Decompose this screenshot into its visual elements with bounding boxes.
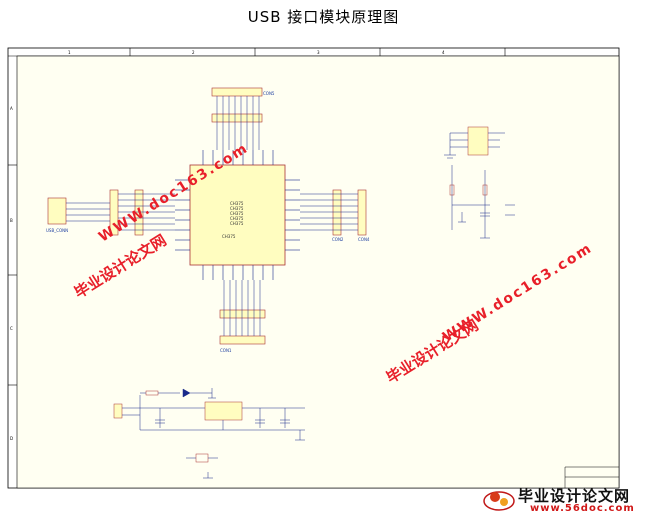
brand-logo-icon [483,491,515,511]
col-label: 3 [317,50,320,55]
usb-label: USB_CONN [46,228,68,233]
brand-name: 毕业设计论文网 [518,487,631,505]
chip-line: CH375 [230,206,244,211]
row-label: C [10,326,13,331]
oscillator-circuit [444,126,515,239]
main-chip: CH375 CH375 CH375 CH375 CH375 CH375 [189,164,286,266]
row-label: D [10,436,13,441]
left-pins [175,179,190,251]
con4-label: CON4 [358,237,370,242]
usb-connector: USB_CONN [46,197,110,233]
right-pins [285,179,300,251]
con5-label: CON5 [263,91,275,96]
con2-label: CON2 [332,237,344,242]
chip-line: CH375 [230,216,244,221]
col-label: 2 [192,50,195,55]
power-supply-circuit [113,388,305,479]
left-connector-con3 [109,189,175,236]
chip-line: CH375 [230,211,244,216]
chip-line: CH375 [230,201,244,206]
bottom-pins [202,265,274,280]
page-title: USB 接口模块原理图 [247,8,400,26]
bottom-connector-con1: CON1 [219,280,266,353]
title-block [564,466,619,488]
brand-badge: 毕业设计论文网 www.56doc.com [478,482,647,517]
col-label: 4 [442,50,445,55]
con1-label: CON1 [220,348,232,353]
chip-line: CH375 [230,221,244,226]
brand-url: www.56doc.com [530,503,635,514]
top-pins [202,150,274,165]
chip-bottom-label: CH375 [222,234,236,239]
top-connector-con5: CON5 [211,87,275,150]
row-label: A [10,106,13,111]
col-label: 1 [68,50,71,55]
right-connector-con2: CON2 CON4 [300,189,370,242]
row-label: B [10,218,13,223]
